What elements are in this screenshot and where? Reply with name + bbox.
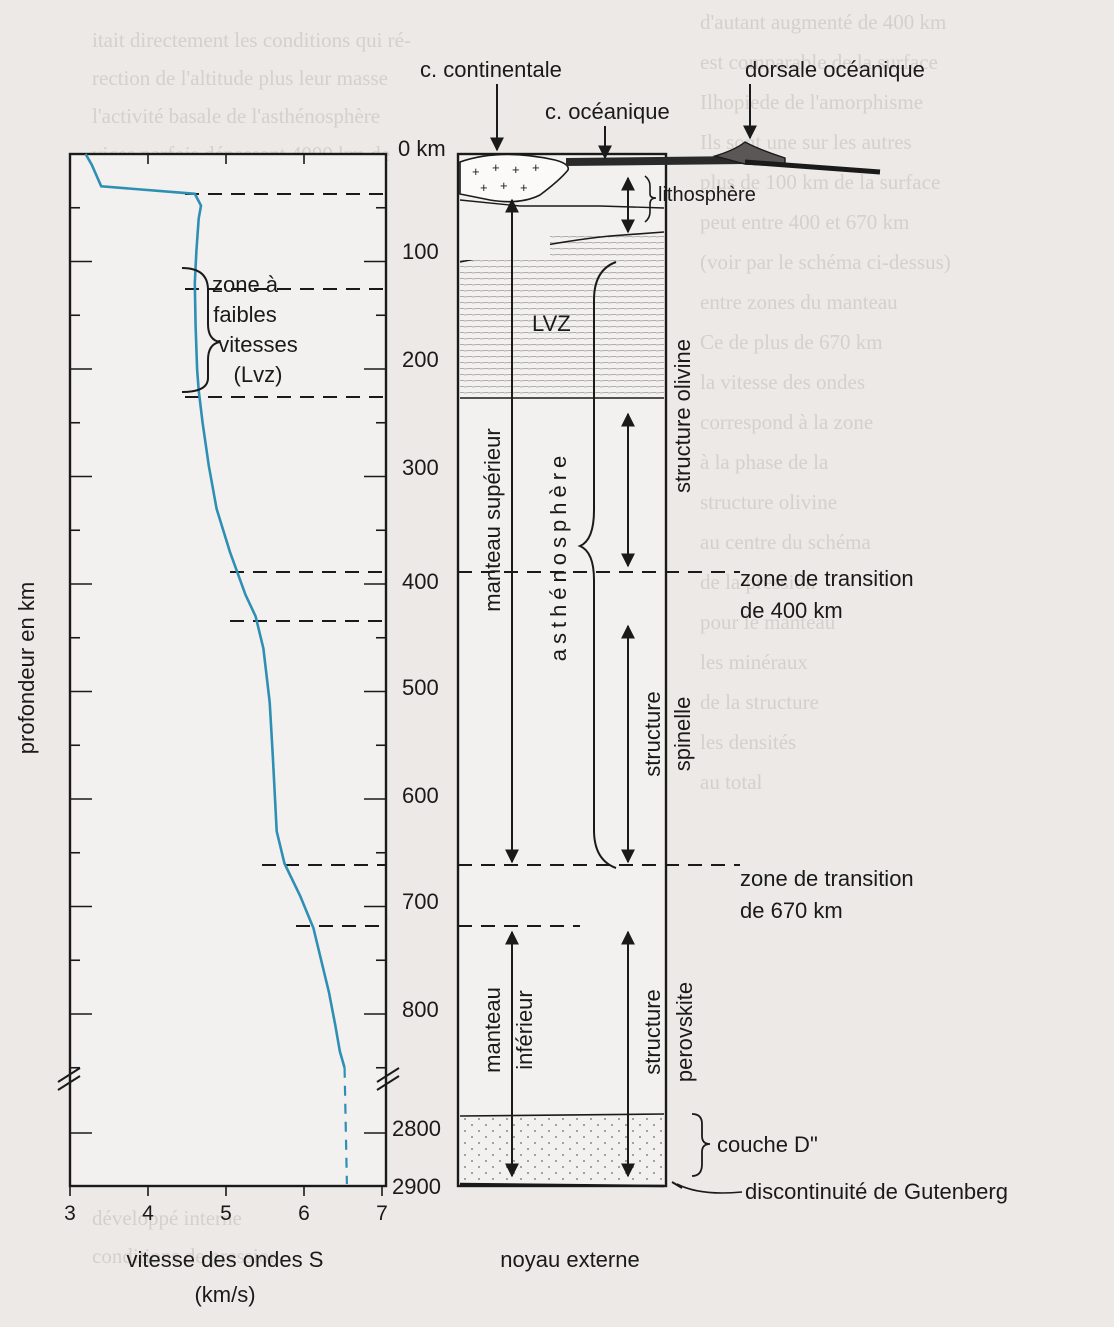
- bleed-line: la vitesse des ondes: [700, 370, 866, 394]
- label-gutenberg: discontinuité de Gutenberg: [745, 1179, 1008, 1204]
- depth-300: 300: [402, 455, 439, 480]
- depth-2900: 2900: [392, 1174, 441, 1199]
- bleed-line: est comparable de la surface: [700, 50, 938, 74]
- depth-0: 0 km: [398, 136, 446, 161]
- label-asthenosphere: asthénosphère: [546, 451, 571, 662]
- bleed-line: développé interne: [92, 1206, 242, 1230]
- lvz-mask: [460, 232, 550, 260]
- bleed-line: conditions de pression: [92, 1244, 280, 1268]
- bleed-line: plus de 100 km de la surface: [700, 170, 941, 194]
- x-tick-label: 3: [64, 1202, 76, 1225]
- depth-100: 100: [402, 239, 439, 264]
- depth-600: 600: [402, 783, 439, 808]
- bleed-line: à la phase de la: [700, 450, 829, 474]
- axis-break-marks: [57, 1067, 400, 1091]
- couche-d-dots: [460, 1116, 664, 1184]
- x-axis-label-line-2: (km/s): [194, 1282, 255, 1307]
- velocity-curve: [84, 153, 346, 1069]
- bleed-line: l'activité basale de l'asthénosphère: [92, 104, 381, 128]
- depth-400: 400: [402, 569, 439, 594]
- svg-text:+: +: [512, 162, 520, 177]
- diagram-labels: c. continentale c. océanique dorsale océ…: [420, 57, 1008, 1272]
- velocity-extrapolation: [343, 1067, 348, 1185]
- depth-labels: 0 km 100 200 300 400 500 600 700 800 280…: [392, 136, 446, 1199]
- bleed-line: Ilhopiede de l'amorphisme: [700, 90, 924, 114]
- lvz-label-line-2: faibles: [213, 302, 277, 327]
- label-structure-spinelle-1: structure: [640, 691, 665, 777]
- ridge: [712, 141, 786, 167]
- label-transition-670-1: zone de transition: [740, 866, 914, 891]
- label-noyau-externe: noyau externe: [500, 1247, 639, 1272]
- bleed-line: correspond à la zone: [700, 410, 874, 434]
- depth-500: 500: [402, 675, 439, 700]
- label-dorsale: dorsale océanique: [745, 57, 925, 82]
- label-transition-400-1: zone de transition: [740, 566, 914, 591]
- svg-text:+: +: [532, 160, 540, 175]
- depth-200: 200: [402, 347, 439, 372]
- svg-text:+: +: [472, 164, 480, 179]
- ocean-floor: [744, 159, 881, 175]
- bleed-line: Ce de plus de 670 km: [700, 330, 883, 354]
- gutenberg-line: [459, 1182, 665, 1188]
- couche-d-brace: [691, 1113, 711, 1177]
- label-oceanique: c. océanique: [545, 99, 670, 124]
- bleed-line: de la pression: [700, 570, 816, 594]
- label-lvz: LVZ: [532, 311, 571, 336]
- label-manteau-inferieur-2: inférieur: [512, 990, 537, 1069]
- label-structure-olivine: structure olivine: [670, 339, 695, 493]
- bleed-line: entre zones du manteau: [700, 290, 898, 314]
- label-structure-spinelle-2: spinelle: [670, 697, 695, 772]
- svg-text:+: +: [480, 180, 488, 195]
- bleed-line: structure olivine: [700, 490, 838, 514]
- gutenberg-pointer: [676, 1183, 743, 1194]
- depth-800: 800: [402, 997, 439, 1022]
- label-transition-400-2: de 400 km: [740, 598, 843, 623]
- lithosphere-brace: [644, 175, 657, 223]
- depth-2800: 2800: [392, 1116, 441, 1141]
- bleed-line: les minéraux: [700, 650, 808, 674]
- label-continentale: c. continentale: [420, 57, 562, 82]
- asthenosphere-brace: [577, 261, 617, 869]
- s-wave-velocity-chart: 3 4 5 6 7 zone à faibles vitesses (Lvz) vite…: [14, 152, 470, 1307]
- bleed-line: rection de l'altitude plus leur masse: [92, 66, 388, 90]
- bleed-line: au centre du schéma: [700, 530, 871, 554]
- label-lithosphere: lithosphère: [658, 184, 756, 206]
- label-structure-perovskite-2: perovskite: [672, 982, 697, 1082]
- x-tick-label: 6: [298, 1202, 310, 1225]
- label-couche-d: couche D": [717, 1132, 818, 1157]
- svg-text:+: +: [500, 178, 508, 193]
- boundary-dashes-right: [458, 571, 740, 927]
- y-axis-label: profondeur en km: [14, 582, 39, 754]
- crust-crosses: ++++ +++: [472, 160, 540, 195]
- earth-layers-diagram: ++++ +++: [456, 84, 881, 1194]
- bleed-line: itait directement les conditions qui ré-: [92, 28, 411, 52]
- label-transition-670-2: de 670 km: [740, 898, 843, 923]
- x-tick-label: 4: [142, 1202, 154, 1225]
- svg-text:+: +: [520, 180, 528, 195]
- label-manteau-inferieur-1: manteau: [480, 987, 505, 1073]
- bleed-line: les densités: [700, 730, 797, 754]
- layer-arrows: [490, 84, 757, 1178]
- velocity-ticks: 3 4 5 6 7: [64, 154, 388, 1225]
- x-axis-label-line-1: vitesse des ondes S: [127, 1247, 324, 1272]
- lvz-label-line-4: (Lvz): [234, 362, 283, 387]
- lvz-brace: [181, 267, 221, 393]
- bleed-line: au total: [700, 770, 763, 794]
- lvz-label-line-3: vitesses: [218, 332, 297, 357]
- bleed-line: d'autant augmenté de 400 km: [700, 10, 947, 34]
- label-manteau-superieur: manteau supérieur: [480, 428, 505, 611]
- bleed-line: de la structure: [700, 690, 819, 714]
- svg-text:+: +: [492, 160, 500, 175]
- bleed-line: peut entre 400 et 670 km: [700, 210, 910, 234]
- bleed-line: (voir par le schéma ci-dessus): [700, 250, 951, 274]
- bleed-line: pour le manteau: [700, 610, 836, 634]
- depth-700: 700: [402, 889, 439, 914]
- x-tick-label: 5: [220, 1202, 232, 1225]
- lvz-label-line-1: zone à: [212, 272, 279, 297]
- continental-crust: [459, 153, 570, 203]
- label-structure-perovskite-1: structure: [640, 989, 665, 1075]
- x-tick-label: 7: [376, 1202, 388, 1225]
